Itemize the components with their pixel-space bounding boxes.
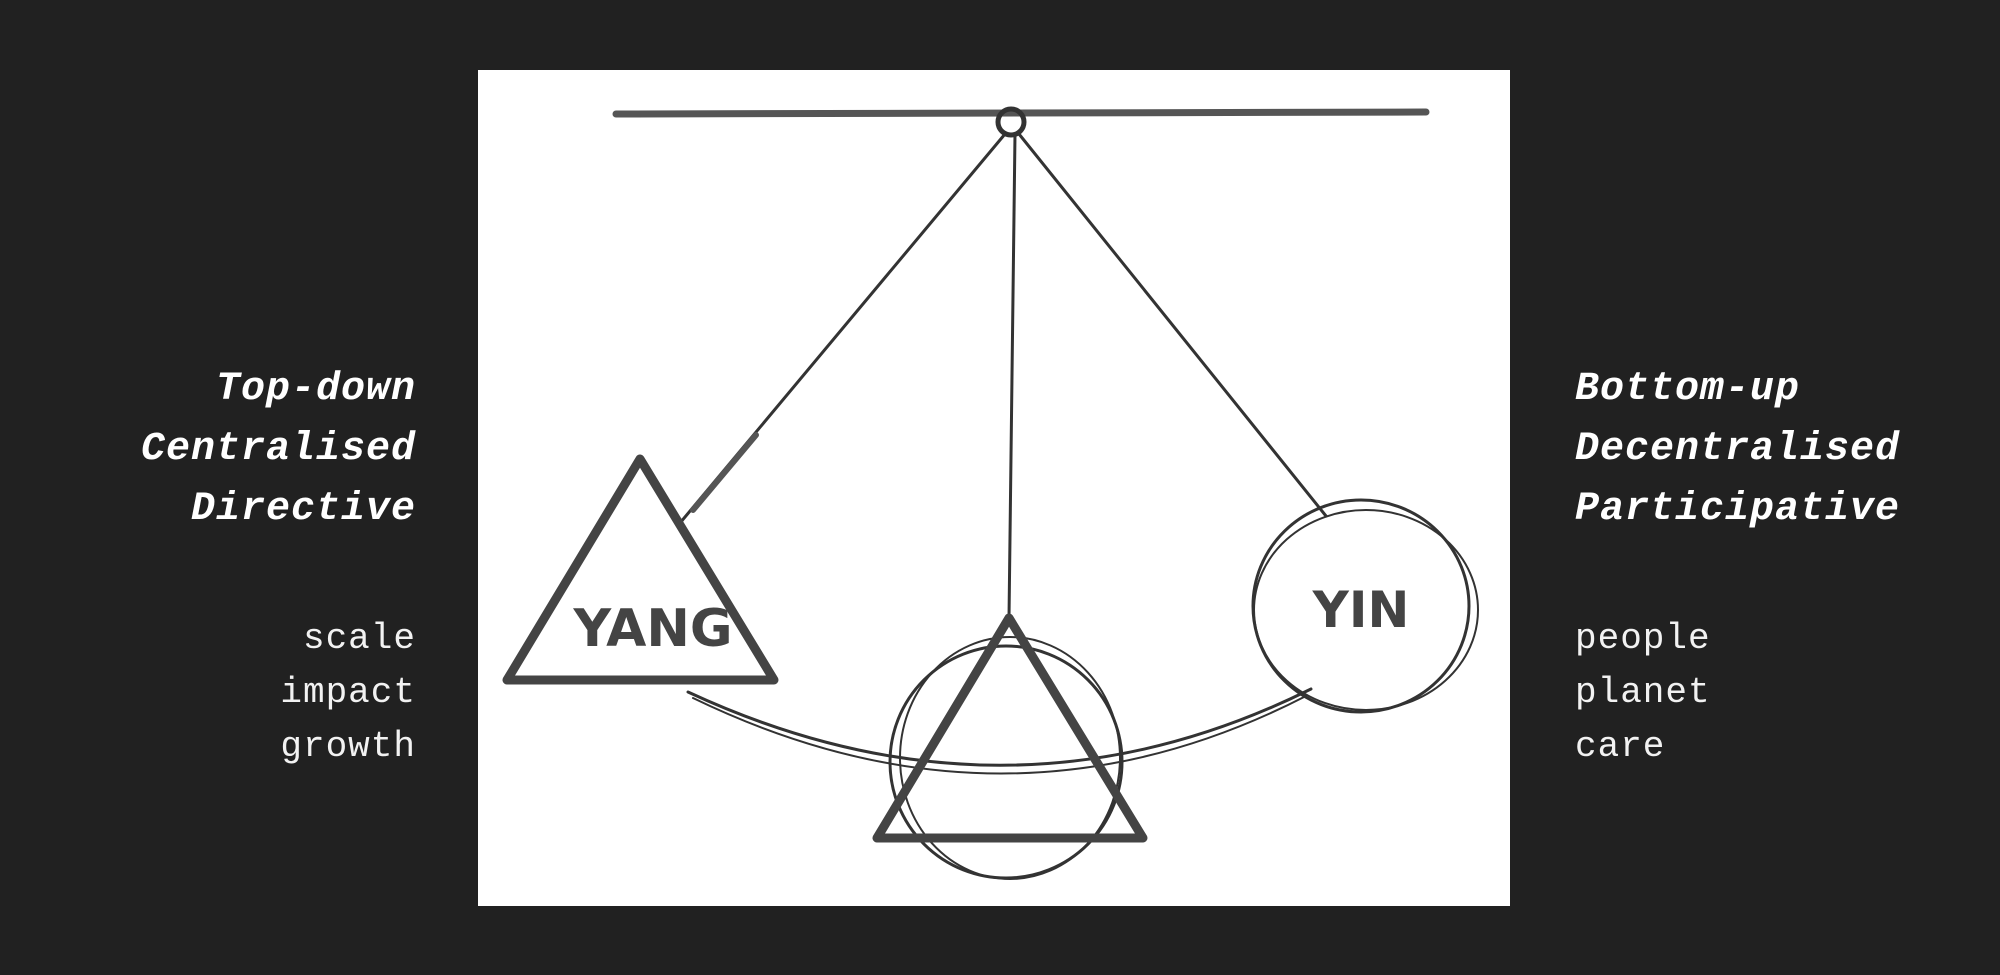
right-keyword-2: planet: [1575, 672, 1711, 713]
hanging-ring: [995, 106, 1027, 138]
string-center: [1007, 132, 1017, 620]
yin-label: YIN: [1312, 581, 1410, 639]
right-keyword-1: people: [1575, 618, 1711, 659]
balance-diagram: YANG YIN: [478, 70, 1510, 906]
center-circle-2: [899, 636, 1121, 880]
right-heading-1: Bottom-up: [1575, 367, 1801, 412]
yin-circle-2: [1253, 509, 1479, 711]
string-left-accent: [690, 432, 759, 513]
string-right: [1017, 132, 1328, 518]
yang-triangle: [502, 454, 779, 685]
left-heading-3: Directive: [190, 487, 416, 532]
left-keyword-1: scale: [302, 618, 416, 659]
right-headings: Bottom-up Decentralised Participative: [1575, 360, 1900, 540]
yang-label: YANG: [572, 599, 732, 659]
center-triangle: [872, 613, 1148, 843]
right-keyword-3: care: [1575, 726, 1666, 767]
left-keywords: scale impact growth: [280, 612, 416, 774]
left-keyword-3: growth: [280, 726, 416, 767]
left-heading-1: Top-down: [215, 367, 416, 412]
right-heading-3: Participative: [1575, 487, 1901, 532]
left-keyword-2: impact: [280, 672, 416, 713]
right-keywords: people planet care: [1575, 612, 1711, 774]
balance-arc-2: [692, 695, 1307, 775]
balance-sketch: YANG YIN: [502, 106, 1479, 880]
right-heading-2: Decentralised: [1575, 427, 1901, 472]
yin-circle: [1251, 498, 1471, 714]
left-headings: Top-down Centralised Directive: [141, 360, 416, 540]
balance-arc: [686, 687, 1313, 767]
left-heading-2: Centralised: [140, 427, 416, 472]
